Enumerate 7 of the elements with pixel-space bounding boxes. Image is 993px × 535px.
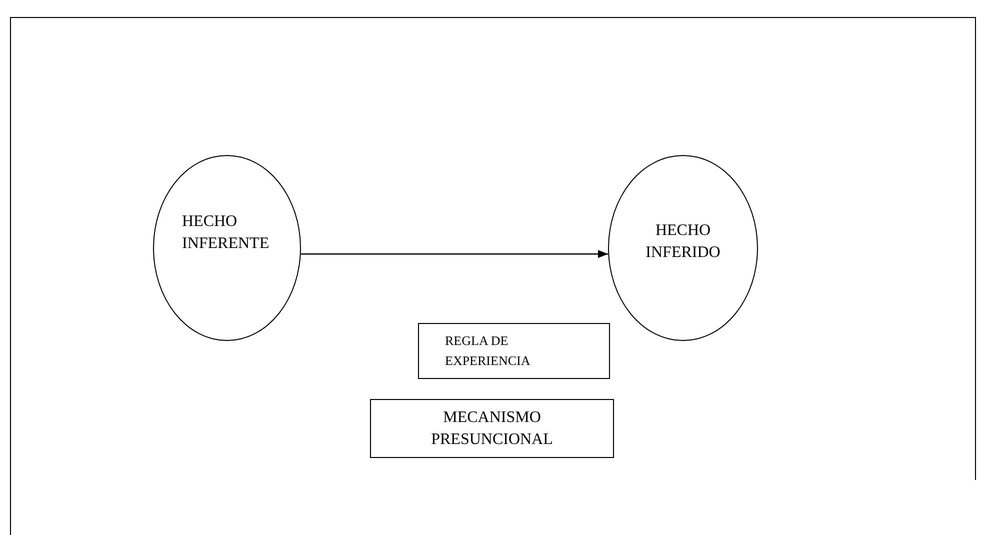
rectangle-node (370, 399, 614, 458)
node-label: HECHO INFERIDO (644, 221, 722, 263)
arrow (301, 250, 608, 258)
rectangle-node (418, 323, 610, 379)
node-label: MECANISMO PRESUNCIONAL (430, 408, 554, 450)
node-label: HECHO INFERENTE (181, 212, 270, 254)
node-label: REGLA DE EXPERIENCIA (444, 332, 532, 370)
